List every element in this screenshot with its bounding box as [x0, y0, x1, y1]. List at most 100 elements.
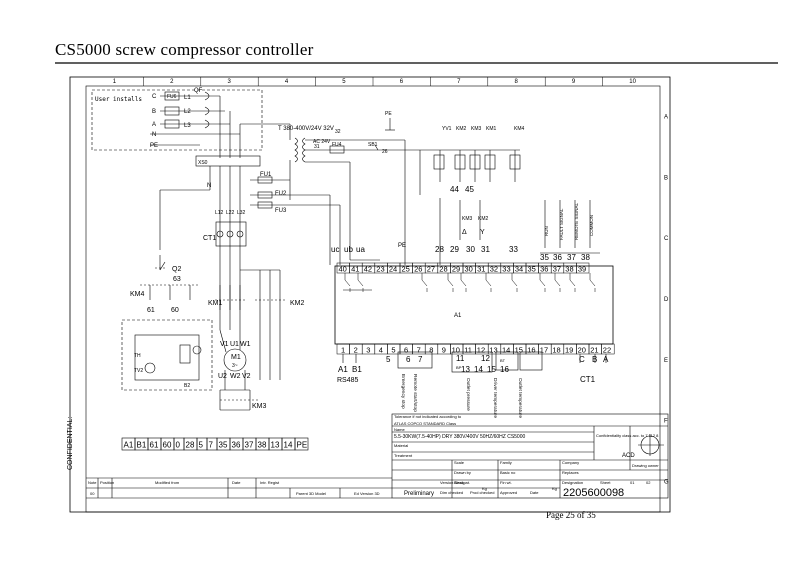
terminal-strip-cell	[294, 437, 309, 451]
phase-label: A	[152, 122, 156, 128]
relay-contact-blade	[460, 279, 467, 287]
motor-sub-label: 3~	[232, 363, 238, 369]
wire-number: 15	[487, 365, 496, 374]
fuse-label: FU2	[275, 191, 287, 197]
pe-label: PE	[398, 243, 406, 249]
km1-label: KM1	[208, 300, 223, 307]
terminal-number: 1	[341, 346, 345, 355]
tb-sheet: Sheet	[600, 480, 611, 485]
transformer	[250, 137, 405, 260]
fuse-label: FU1	[260, 172, 272, 178]
grid-column-label: 1	[113, 79, 117, 85]
wire-number: 16	[500, 365, 509, 374]
relay-contact-blade	[554, 279, 561, 287]
inset-label: TV2	[134, 368, 143, 374]
rs485-terminal: B1	[352, 365, 362, 374]
relay-signal-label: REMOTE SIGNAL	[574, 202, 579, 240]
phase-sense-label: uc	[331, 245, 339, 254]
wire-number: 6	[406, 355, 411, 364]
grid-row-label: E	[664, 358, 668, 364]
tb-fin-wt: Fin wt.	[500, 480, 512, 485]
sensor-small-label: BT	[500, 358, 506, 363]
grid-column-label: 8	[515, 79, 519, 85]
tb-ed-version: Ed Version 3D	[354, 491, 380, 496]
tb-preliminary: Preliminary	[404, 491, 434, 497]
wire-number: 61	[147, 307, 155, 314]
tb-name-value: 5.5-30KW(7.5-40HP) DRY 380V/400V 50HZ/60…	[394, 434, 525, 440]
phase-sense-label: ub	[344, 245, 353, 254]
phase-label: C	[152, 94, 157, 100]
page-title: CS5000 screw compressor controller	[55, 40, 314, 59]
tb-material-label: Material	[394, 443, 408, 448]
tb-blank-wt: Blank wt.	[454, 480, 470, 485]
wire-number: 37	[567, 253, 576, 262]
relay-signal-label: COMMON	[589, 215, 594, 236]
coil-label: KM2	[456, 126, 467, 132]
sb1-label: SB1	[368, 142, 378, 148]
relay-contact-blade	[447, 279, 454, 287]
terminal-strip-label: 37	[245, 441, 254, 450]
terminal-number: 11	[464, 346, 472, 355]
wire-number: 26	[382, 149, 388, 155]
wire-number: 35	[540, 253, 549, 262]
km-small-label: KM2	[478, 216, 489, 222]
q63-label: 63	[173, 276, 181, 283]
controller-name: A1	[454, 313, 462, 319]
motor-label: M1	[231, 354, 241, 361]
terminal-number: 8	[429, 346, 433, 355]
terminal-number: 24	[389, 265, 397, 274]
motor-thermal-inset	[121, 319, 213, 391]
terminal-number: 26	[414, 265, 422, 274]
terminal-number: 9	[442, 346, 446, 355]
terminal-strip-label: PE	[297, 441, 308, 450]
inset-label: TH	[134, 353, 141, 359]
terminal-number: 5	[391, 346, 395, 355]
motor-terminal: W2	[230, 373, 241, 380]
relay-contact-blade	[511, 279, 518, 287]
relay-signal-label: RUN	[544, 226, 549, 236]
coil-label: KM4	[514, 126, 525, 132]
ct-phase-label: A	[603, 355, 609, 364]
motor-terminal: W1	[240, 341, 251, 348]
phase-label: B	[152, 109, 156, 115]
terminal-number: 27	[427, 265, 435, 274]
rs485-terminal: A1	[338, 365, 348, 374]
wire-number: 14	[474, 365, 483, 374]
grid-row-label: A	[664, 114, 668, 120]
terminal-strip-label: 13	[271, 441, 280, 450]
terminal-strip-label: 60	[163, 441, 172, 450]
breaker-line: L1	[184, 95, 191, 101]
wire-number: 45	[465, 185, 474, 194]
motor-terminal: U2	[218, 373, 227, 380]
tb-note: Note	[88, 480, 97, 485]
fuse-label: FU3	[275, 208, 287, 214]
tb-company: ATLAS COPCO STANDARD Class	[394, 421, 456, 426]
phase-sense-label: ua	[356, 245, 365, 254]
terminal-number: 21	[590, 346, 598, 355]
supply-wires	[329, 118, 600, 265]
tb-basic-no: Basic no	[500, 470, 516, 475]
terminal-number: 13	[489, 346, 497, 355]
drawing-number: 2205600098	[563, 487, 624, 499]
grid-row-label: C	[664, 236, 669, 242]
input-function-label: Driver temperature	[492, 378, 498, 418]
wire-number: 5	[386, 355, 391, 364]
km2-label: KM2	[290, 300, 305, 307]
fu4-label: FU4	[332, 142, 342, 148]
motor-terminal: V1	[220, 341, 229, 348]
terminal-cell	[601, 343, 615, 355]
terminal-strip-label: 14	[284, 441, 293, 450]
title-block	[86, 413, 669, 499]
tb-intr-regist: Intr. Regist	[260, 480, 280, 485]
bottom-sensors	[342, 351, 607, 373]
motor-terminal: U1	[230, 341, 239, 348]
tb-acd: ACD	[622, 453, 635, 459]
terminal-number: 4	[379, 346, 383, 355]
wire-number: 28	[435, 245, 444, 254]
relay-contact-blade	[569, 279, 576, 287]
l-label: L12	[215, 210, 224, 216]
terminal-number: 32	[490, 265, 498, 274]
coil-label: KM1	[486, 126, 497, 132]
